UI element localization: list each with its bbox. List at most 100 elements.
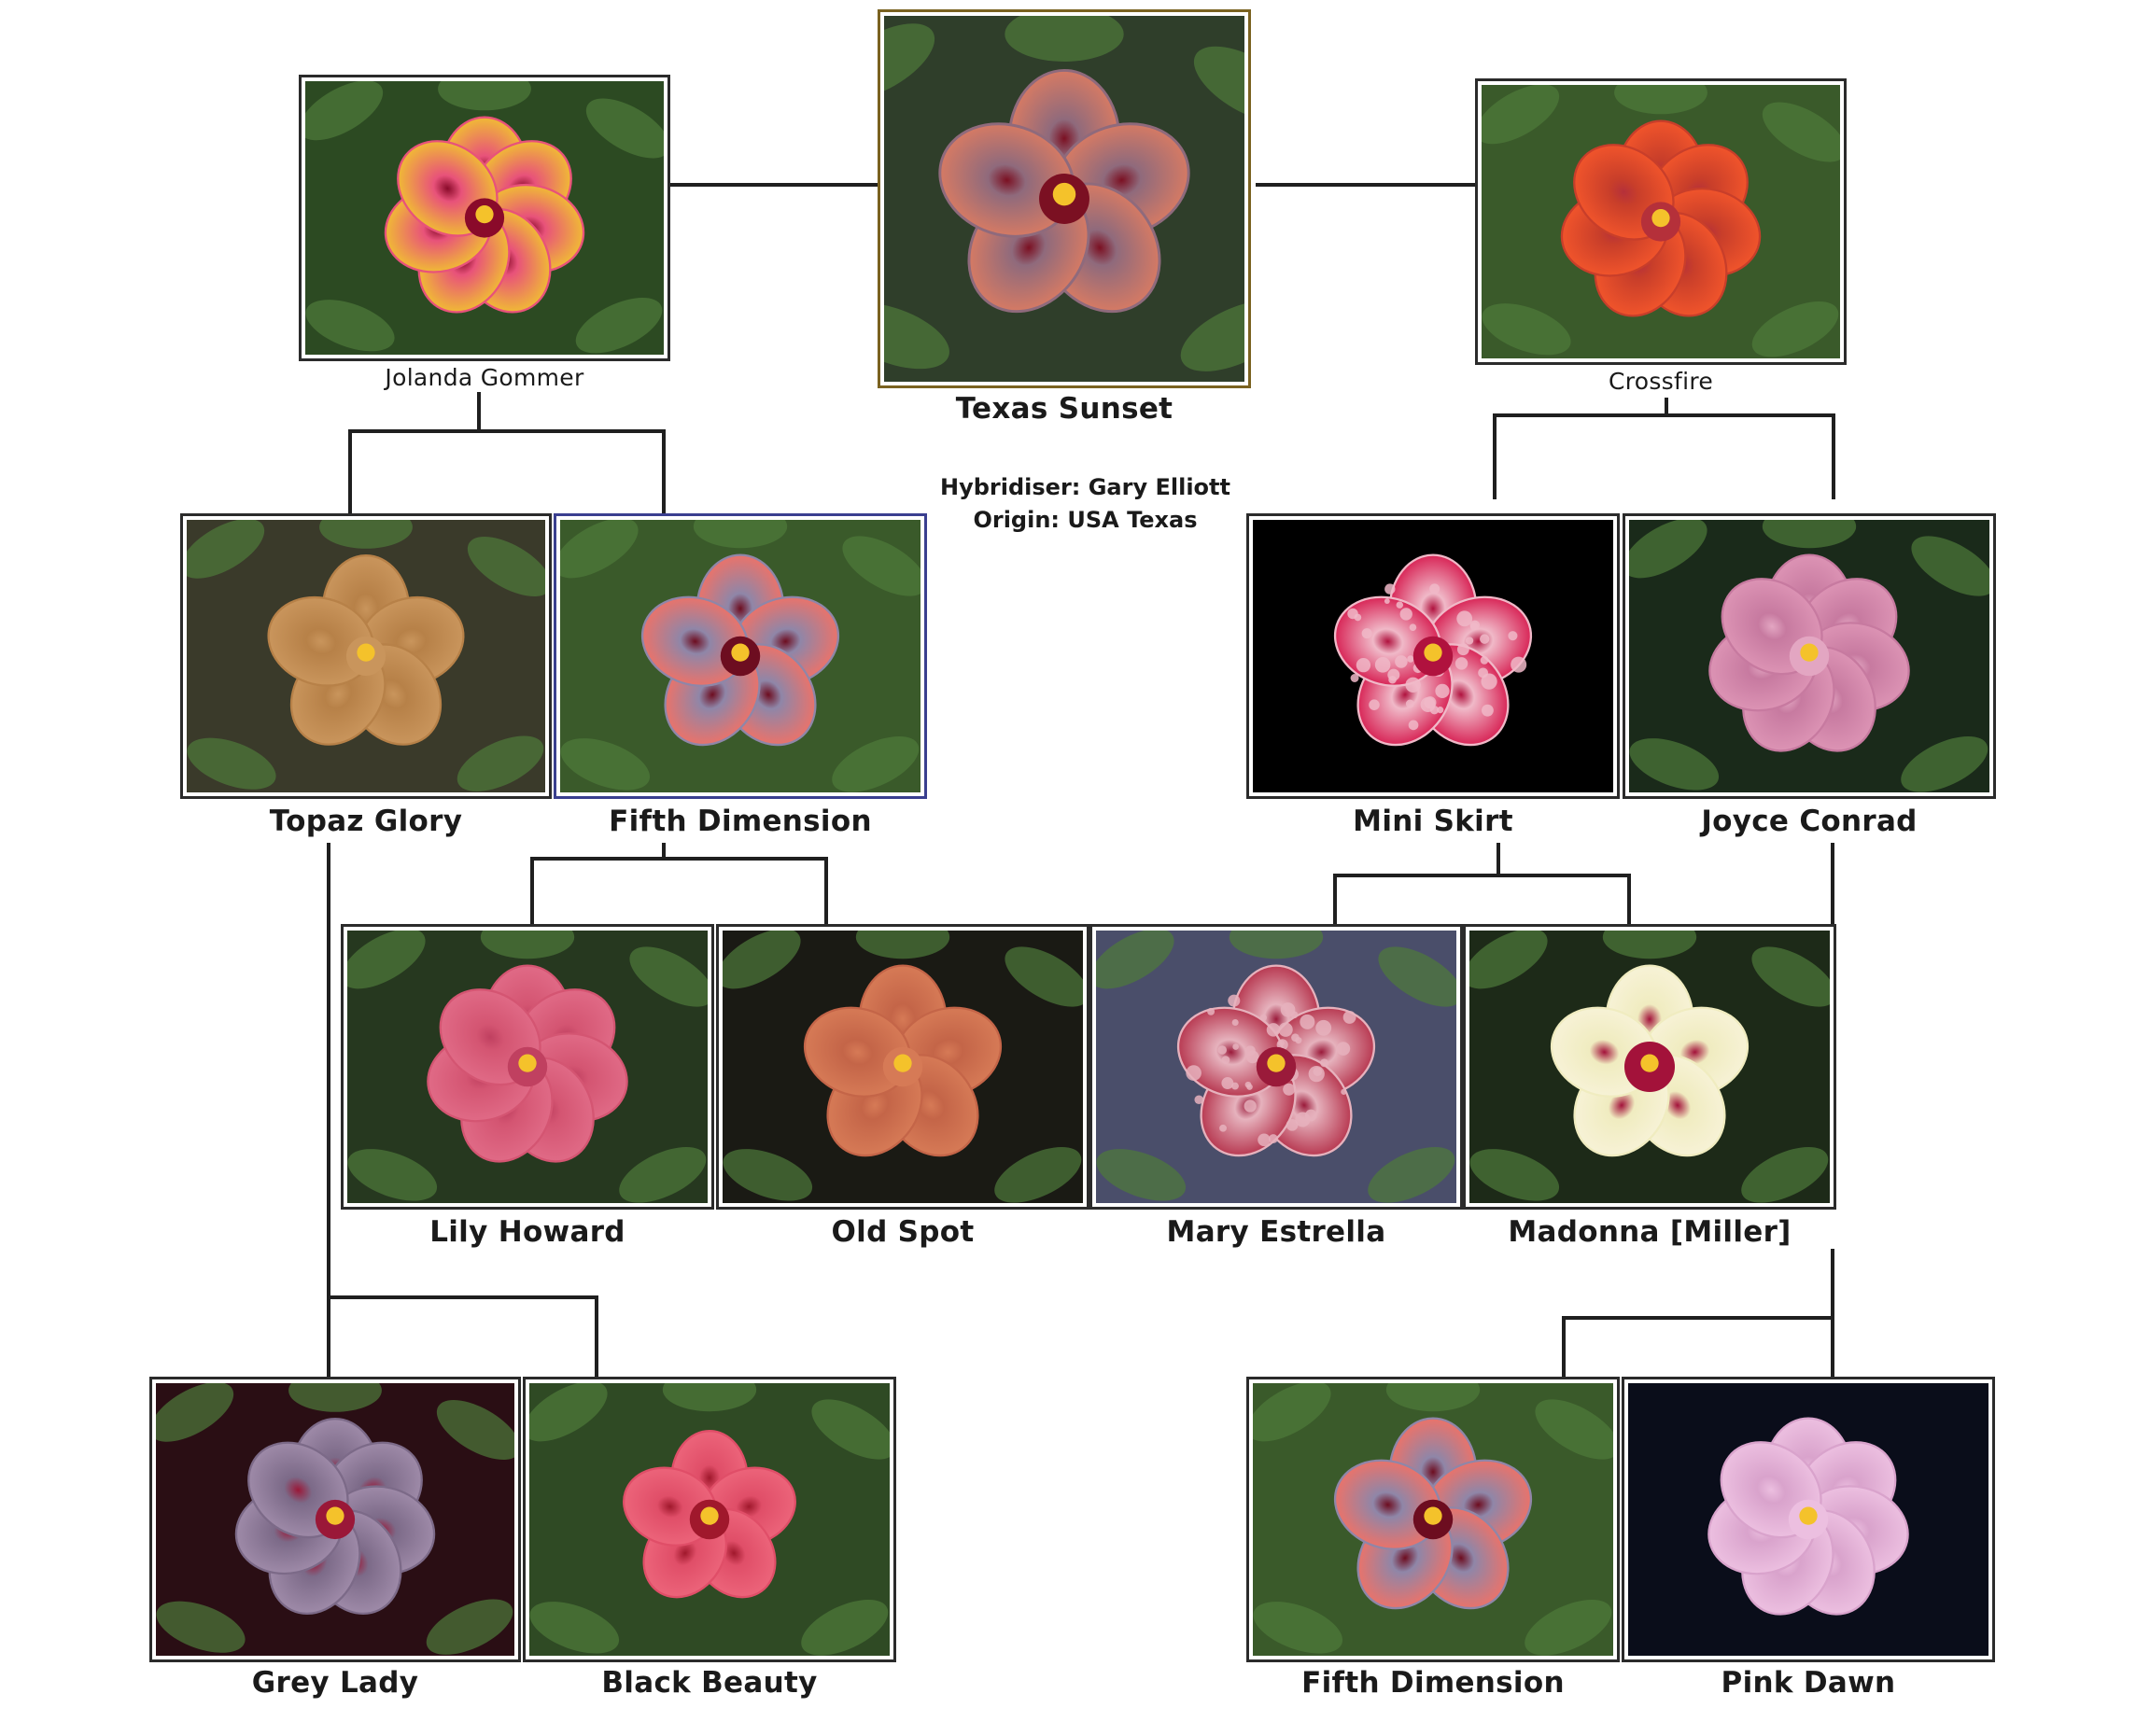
- stamen: [700, 1506, 718, 1524]
- stamen: [1799, 1506, 1817, 1524]
- speckle-mark: [1384, 598, 1390, 604]
- speckle-mark: [1207, 1008, 1215, 1015]
- speckle-mark: [1278, 1022, 1292, 1036]
- speckle-mark: [1480, 634, 1489, 643]
- speckle-mark: [1395, 655, 1408, 668]
- hibiscus-illustration: [884, 16, 1244, 382]
- hibiscus-illustration: [1469, 931, 1830, 1203]
- speckle-mark: [1258, 1133, 1271, 1146]
- hibiscus-photo: [1628, 1383, 1988, 1656]
- speckle-mark: [1217, 1045, 1227, 1055]
- hybridiser-line: Hybridiser: Gary Elliott: [896, 471, 1274, 504]
- speckle-mark: [1244, 1099, 1257, 1112]
- origin-line: Origin: USA Texas: [896, 504, 1274, 537]
- speckle-mark: [1375, 657, 1391, 673]
- stamen: [1800, 643, 1818, 661]
- stamen: [893, 1054, 911, 1071]
- stamen: [475, 205, 493, 223]
- speckle-mark: [1508, 631, 1517, 640]
- hibiscus-illustration: [1629, 520, 1989, 792]
- speckle-mark: [1466, 637, 1473, 644]
- speckle-mark: [1397, 601, 1404, 609]
- speckle-mark: [1194, 1095, 1203, 1104]
- speckle-mark: [1300, 1015, 1314, 1029]
- speckle-mark: [1478, 667, 1488, 678]
- speckle-mark: [1278, 1040, 1285, 1046]
- hybridiser-value: Gary Elliott: [1089, 474, 1230, 500]
- hibiscus-photo: [560, 520, 920, 792]
- hibiscus-illustration: [1482, 85, 1840, 358]
- hibiscus-photo: [1629, 520, 1989, 792]
- speckle-mark: [1260, 1015, 1267, 1021]
- stamen: [1424, 643, 1441, 661]
- speckle-mark: [1246, 1051, 1259, 1064]
- hibiscus-photo: [884, 16, 1244, 382]
- hibiscus-photo: [347, 931, 708, 1203]
- hibiscus-illustration: [1253, 520, 1613, 792]
- hibiscus-illustration: [1096, 931, 1456, 1203]
- node-label: Mini Skirt: [1246, 805, 1620, 838]
- hibiscus-photo: [1096, 931, 1456, 1203]
- speckle-mark: [1291, 1011, 1299, 1018]
- flower-photo-frame: [149, 1377, 521, 1662]
- speckle-mark: [1283, 1084, 1295, 1096]
- speckle-mark: [1356, 658, 1370, 672]
- stamen: [518, 1054, 536, 1071]
- hibiscus-photo: [187, 520, 545, 792]
- speckle-mark: [1384, 583, 1395, 594]
- hibiscus-illustration: [529, 1383, 890, 1656]
- flower-photo-frame: [180, 513, 552, 799]
- speckle-mark: [1369, 699, 1380, 710]
- speckle-mark: [1347, 609, 1357, 619]
- hibiscus-illustration: [1628, 1383, 1988, 1656]
- speckle-mark: [1482, 705, 1494, 717]
- speckle-mark: [1400, 608, 1412, 620]
- speckle-mark: [1232, 1043, 1239, 1050]
- node-old-spot: Old Spot: [716, 924, 1089, 1253]
- flower-photo-frame: [1623, 513, 1996, 799]
- speckle-mark: [1387, 669, 1399, 681]
- hibiscus-illustration: [305, 81, 664, 355]
- flower-photo-frame: [1089, 924, 1463, 1210]
- hibiscus-photo: [1469, 931, 1830, 1203]
- speckle-mark: [1315, 1020, 1331, 1036]
- node-crossfire: Crossfire: [1475, 78, 1847, 400]
- speckle-mark: [1430, 706, 1439, 714]
- speckle-mark: [1228, 995, 1240, 1007]
- speckle-mark: [1337, 1042, 1351, 1056]
- node-pink-dawn: Pink Dawn: [1622, 1377, 1995, 1703]
- stamen: [1267, 1054, 1285, 1071]
- node-label: Old Spot: [716, 1215, 1089, 1249]
- speckle-mark: [1267, 1023, 1281, 1037]
- flower-photo-frame: [1622, 1377, 1995, 1662]
- node-fifth-dimension: Fifth Dimension: [554, 513, 927, 847]
- hibiscus-photo: [305, 81, 664, 355]
- hibiscus-illustration: [723, 931, 1083, 1203]
- node-mini-skirt: Mini Skirt: [1246, 513, 1620, 847]
- speckle-mark: [1232, 1019, 1239, 1026]
- node-label: Topaz Glory: [180, 805, 552, 838]
- hibiscus-photo: [1253, 520, 1613, 792]
- flower-photo-frame: [523, 1377, 896, 1662]
- flower-photo-frame: [878, 9, 1251, 388]
- node-label: Black Beauty: [523, 1666, 896, 1700]
- hibiscus-illustration: [187, 520, 545, 792]
- speckle-mark: [1221, 1077, 1233, 1089]
- speckle-mark: [1410, 623, 1417, 631]
- speckle-mark: [1219, 1125, 1227, 1132]
- hibiscus-photo: [529, 1383, 890, 1656]
- speckle-mark: [1457, 643, 1469, 655]
- speckle-mark: [1455, 657, 1468, 669]
- node-joyce-conrad: Joyce Conrad: [1623, 513, 1996, 847]
- stamen: [731, 643, 749, 661]
- speckle-mark: [1406, 699, 1414, 707]
- speckle-mark: [1481, 656, 1489, 665]
- speckle-mark: [1343, 1011, 1356, 1024]
- speckle-mark: [1435, 684, 1449, 698]
- node-label: Lily Howard: [341, 1215, 714, 1249]
- speckle-mark: [1313, 1067, 1322, 1076]
- node-mary-estrella: Mary Estrella: [1089, 924, 1463, 1253]
- hibiscus-photo: [723, 931, 1083, 1203]
- flower-photo-frame: [716, 924, 1089, 1210]
